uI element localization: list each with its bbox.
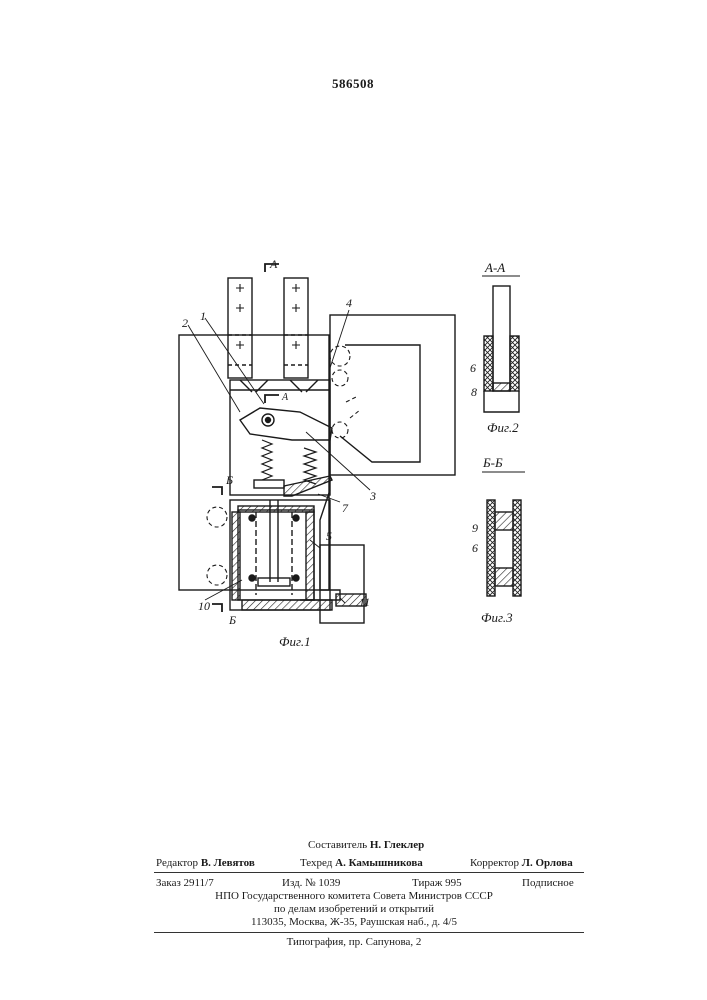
- label-6-fig3: 6: [472, 541, 478, 555]
- label-9: 9: [472, 521, 478, 535]
- label-8: 8: [471, 385, 477, 399]
- techred-name: А. Камышникова: [335, 857, 423, 869]
- fig2-caption: Фиг.2: [487, 420, 519, 435]
- techred-label: Техред: [300, 857, 332, 869]
- section-bb-title: Б-Б: [482, 455, 503, 470]
- typography-line: Типография, пр. Сапунова, 2: [156, 935, 552, 949]
- corrector-name: Л. Орлова: [522, 857, 573, 869]
- label-11: 11: [359, 595, 370, 609]
- cut-label-a-mid: А: [281, 392, 289, 403]
- subscription-note: Подписное: [522, 876, 574, 890]
- footer-rule-2: [154, 932, 584, 933]
- cut-label-b-bottom: Б: [228, 613, 236, 627]
- print-run: Тираж 995: [412, 876, 462, 890]
- org-line-2: по делам изобретений и открытий: [156, 902, 552, 916]
- editor-label: Редактор: [156, 857, 198, 869]
- editor-name: В. Левятов: [201, 857, 255, 869]
- label-2: 2: [182, 316, 188, 330]
- corrector-label: Корректор: [470, 857, 519, 869]
- label-6-fig2: 6: [470, 361, 476, 375]
- label-1: 1: [200, 309, 206, 323]
- izd-number: Изд. № 1039: [282, 876, 340, 890]
- cut-label-a-top: А: [269, 257, 278, 271]
- label-7: 7: [342, 501, 349, 515]
- label-5: 5: [326, 529, 332, 543]
- section-aa-title: А-А: [484, 260, 505, 275]
- org-line-1: НПО Государственного комитета Совета Мин…: [156, 889, 552, 903]
- label-4: 4: [346, 296, 352, 310]
- order-number: Заказ 2911/7: [156, 876, 214, 890]
- fig3-caption: Фиг.3: [481, 610, 513, 625]
- cut-label-b-left: Б: [225, 473, 233, 487]
- org-address: 113035, Москва, Ж-35, Раушская наб., д. …: [156, 915, 552, 929]
- techred-line: Техред А. Камышникова: [300, 856, 423, 870]
- label-10: 10: [198, 599, 210, 613]
- compiler-label: Составитель: [308, 839, 367, 851]
- corrector-line: Корректор Л. Орлова: [470, 856, 573, 870]
- figure-1: [179, 264, 525, 623]
- editor-line: Редактор В. Левятов: [156, 856, 255, 870]
- footer-rule-1: [154, 872, 584, 873]
- label-3: 3: [369, 489, 376, 503]
- compiler-name: Н. Глеклер: [370, 839, 424, 851]
- compiler-line: Составитель Н. Глеклер: [308, 838, 424, 852]
- fig1-caption: Фиг.1: [279, 634, 311, 649]
